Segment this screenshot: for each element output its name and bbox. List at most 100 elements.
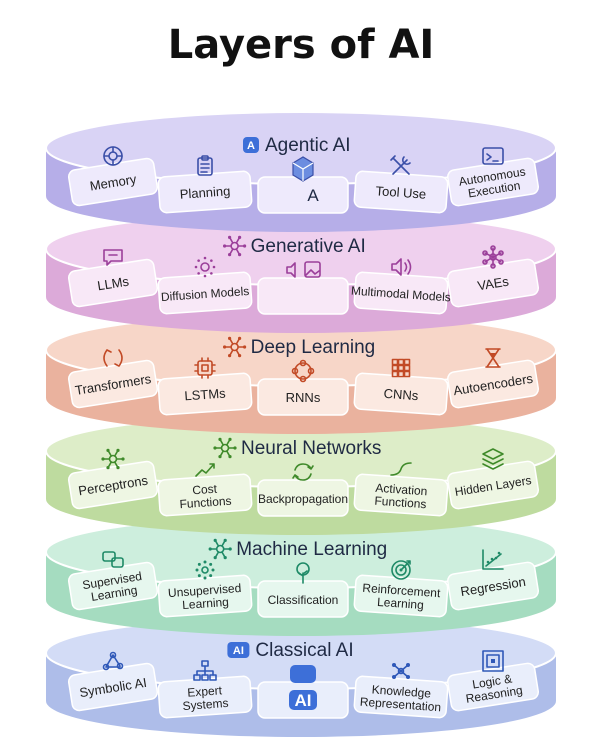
chip-memory: Memory: [67, 157, 159, 207]
chip-label: LLMs: [96, 274, 130, 294]
cluster-icon: [195, 560, 215, 580]
layer-title-group: Generative AI: [223, 235, 366, 257]
chip-label: Activation: [375, 481, 428, 499]
chip-label: Functions: [179, 494, 232, 512]
chip-label: Planning: [179, 183, 231, 201]
speaker-icon: [391, 258, 412, 276]
layer-title-icon: [223, 235, 247, 257]
chip-label: Representation: [359, 695, 441, 715]
layer-title: Neural Networks: [241, 438, 381, 459]
chip-autoencoders: Autoencoders: [446, 359, 540, 409]
chip-regression: Regression: [446, 561, 540, 611]
chip-label: Unsupervised: [168, 581, 242, 600]
chip-box: [67, 258, 159, 308]
chip-vaes: VAEs: [446, 258, 540, 308]
chip-box: [67, 662, 159, 712]
chip-box: [157, 271, 253, 315]
chip-llms: LLMs: [67, 258, 159, 308]
loop-icon: [291, 359, 315, 383]
layer-badge-text: AI: [233, 645, 244, 657]
chip-box: [157, 372, 253, 416]
chip-a: A: [257, 176, 349, 214]
chip-hidden-layers: Hidden Layers: [446, 460, 540, 510]
tools-icon: [390, 155, 411, 175]
chip-label: CNNs: [383, 386, 419, 403]
chip-classification: Classification: [257, 580, 349, 618]
speaker-image-icon: [286, 261, 321, 278]
layer-title-icon: [213, 437, 237, 459]
chip-label: Reinforcement: [362, 581, 441, 600]
chip-label: Learning: [182, 595, 230, 612]
layer-badge-text: A: [247, 140, 255, 152]
chip-media: [257, 277, 349, 315]
clipboard-icon: [197, 155, 213, 176]
chip-label: Expert: [187, 683, 223, 699]
layer-badge-icon: AI: [227, 642, 250, 658]
layer-title: Classical AI: [255, 640, 353, 661]
target-icon: [391, 560, 411, 580]
chip-diffusion-models: Diffusion Models: [157, 271, 253, 315]
terminal-icon: [482, 147, 504, 165]
layer-title-group: Machine Learning: [208, 538, 387, 560]
scatter-line-icon: [482, 549, 504, 570]
chip-label: Knowledge: [371, 682, 432, 700]
vae-network-icon: [482, 245, 504, 269]
chip-label: Cost: [192, 482, 218, 498]
knowledge-graph-icon: [392, 663, 410, 679]
chip-label: Multimodal Models: [351, 284, 452, 305]
chip-label: Memory: [89, 171, 138, 193]
chip-box: [353, 170, 449, 214]
chip-box: [257, 277, 349, 315]
grid-icon: [391, 358, 411, 378]
graph-nodes-icon: [102, 651, 124, 671]
chip-multimodal-models: Multimodal Models: [351, 271, 452, 315]
chip-box: [157, 170, 253, 214]
chip-box: [67, 359, 159, 409]
chip-label: LSTMs: [184, 386, 227, 404]
chip-box: [67, 460, 159, 510]
layer-title-group: AI Classical AI: [227, 640, 354, 661]
chip-box: [157, 675, 253, 719]
chip-box: [446, 662, 540, 712]
trend-icon: [195, 463, 215, 477]
chip-box: [157, 473, 253, 517]
diffusion-icon: [194, 256, 216, 278]
chip-label: AI: [295, 691, 312, 710]
chip-icon: [194, 357, 216, 379]
speech-bubbles-icon: [102, 551, 124, 568]
chip-lstms: LSTMs: [157, 372, 253, 416]
layer-title-icon: [208, 538, 232, 560]
hierarchy-icon: [193, 660, 217, 681]
neuron-icon: [101, 448, 125, 470]
chip-perceptrons: Perceptrons: [67, 460, 159, 510]
chip-box: [353, 473, 449, 517]
chip-label: RNNs: [286, 390, 321, 405]
layer-title-icon: [223, 336, 247, 358]
layer-title: Machine Learning: [236, 539, 387, 560]
chip-planning: Planning: [157, 170, 253, 214]
layer-title-group: Neural Networks: [213, 437, 381, 459]
chip-box: [446, 258, 540, 308]
chip-label: Diffusion Models: [160, 284, 249, 304]
activation-curve-icon: [390, 462, 412, 476]
chip-label: A: [307, 186, 319, 205]
layer-title: Generative AI: [251, 236, 366, 257]
chip-label: Classification: [268, 593, 339, 607]
ai-badge-icon: [290, 665, 316, 683]
chip-label: Learning: [377, 595, 425, 612]
chip-transformers: Transformers: [67, 359, 159, 409]
chip-box: [353, 675, 449, 719]
